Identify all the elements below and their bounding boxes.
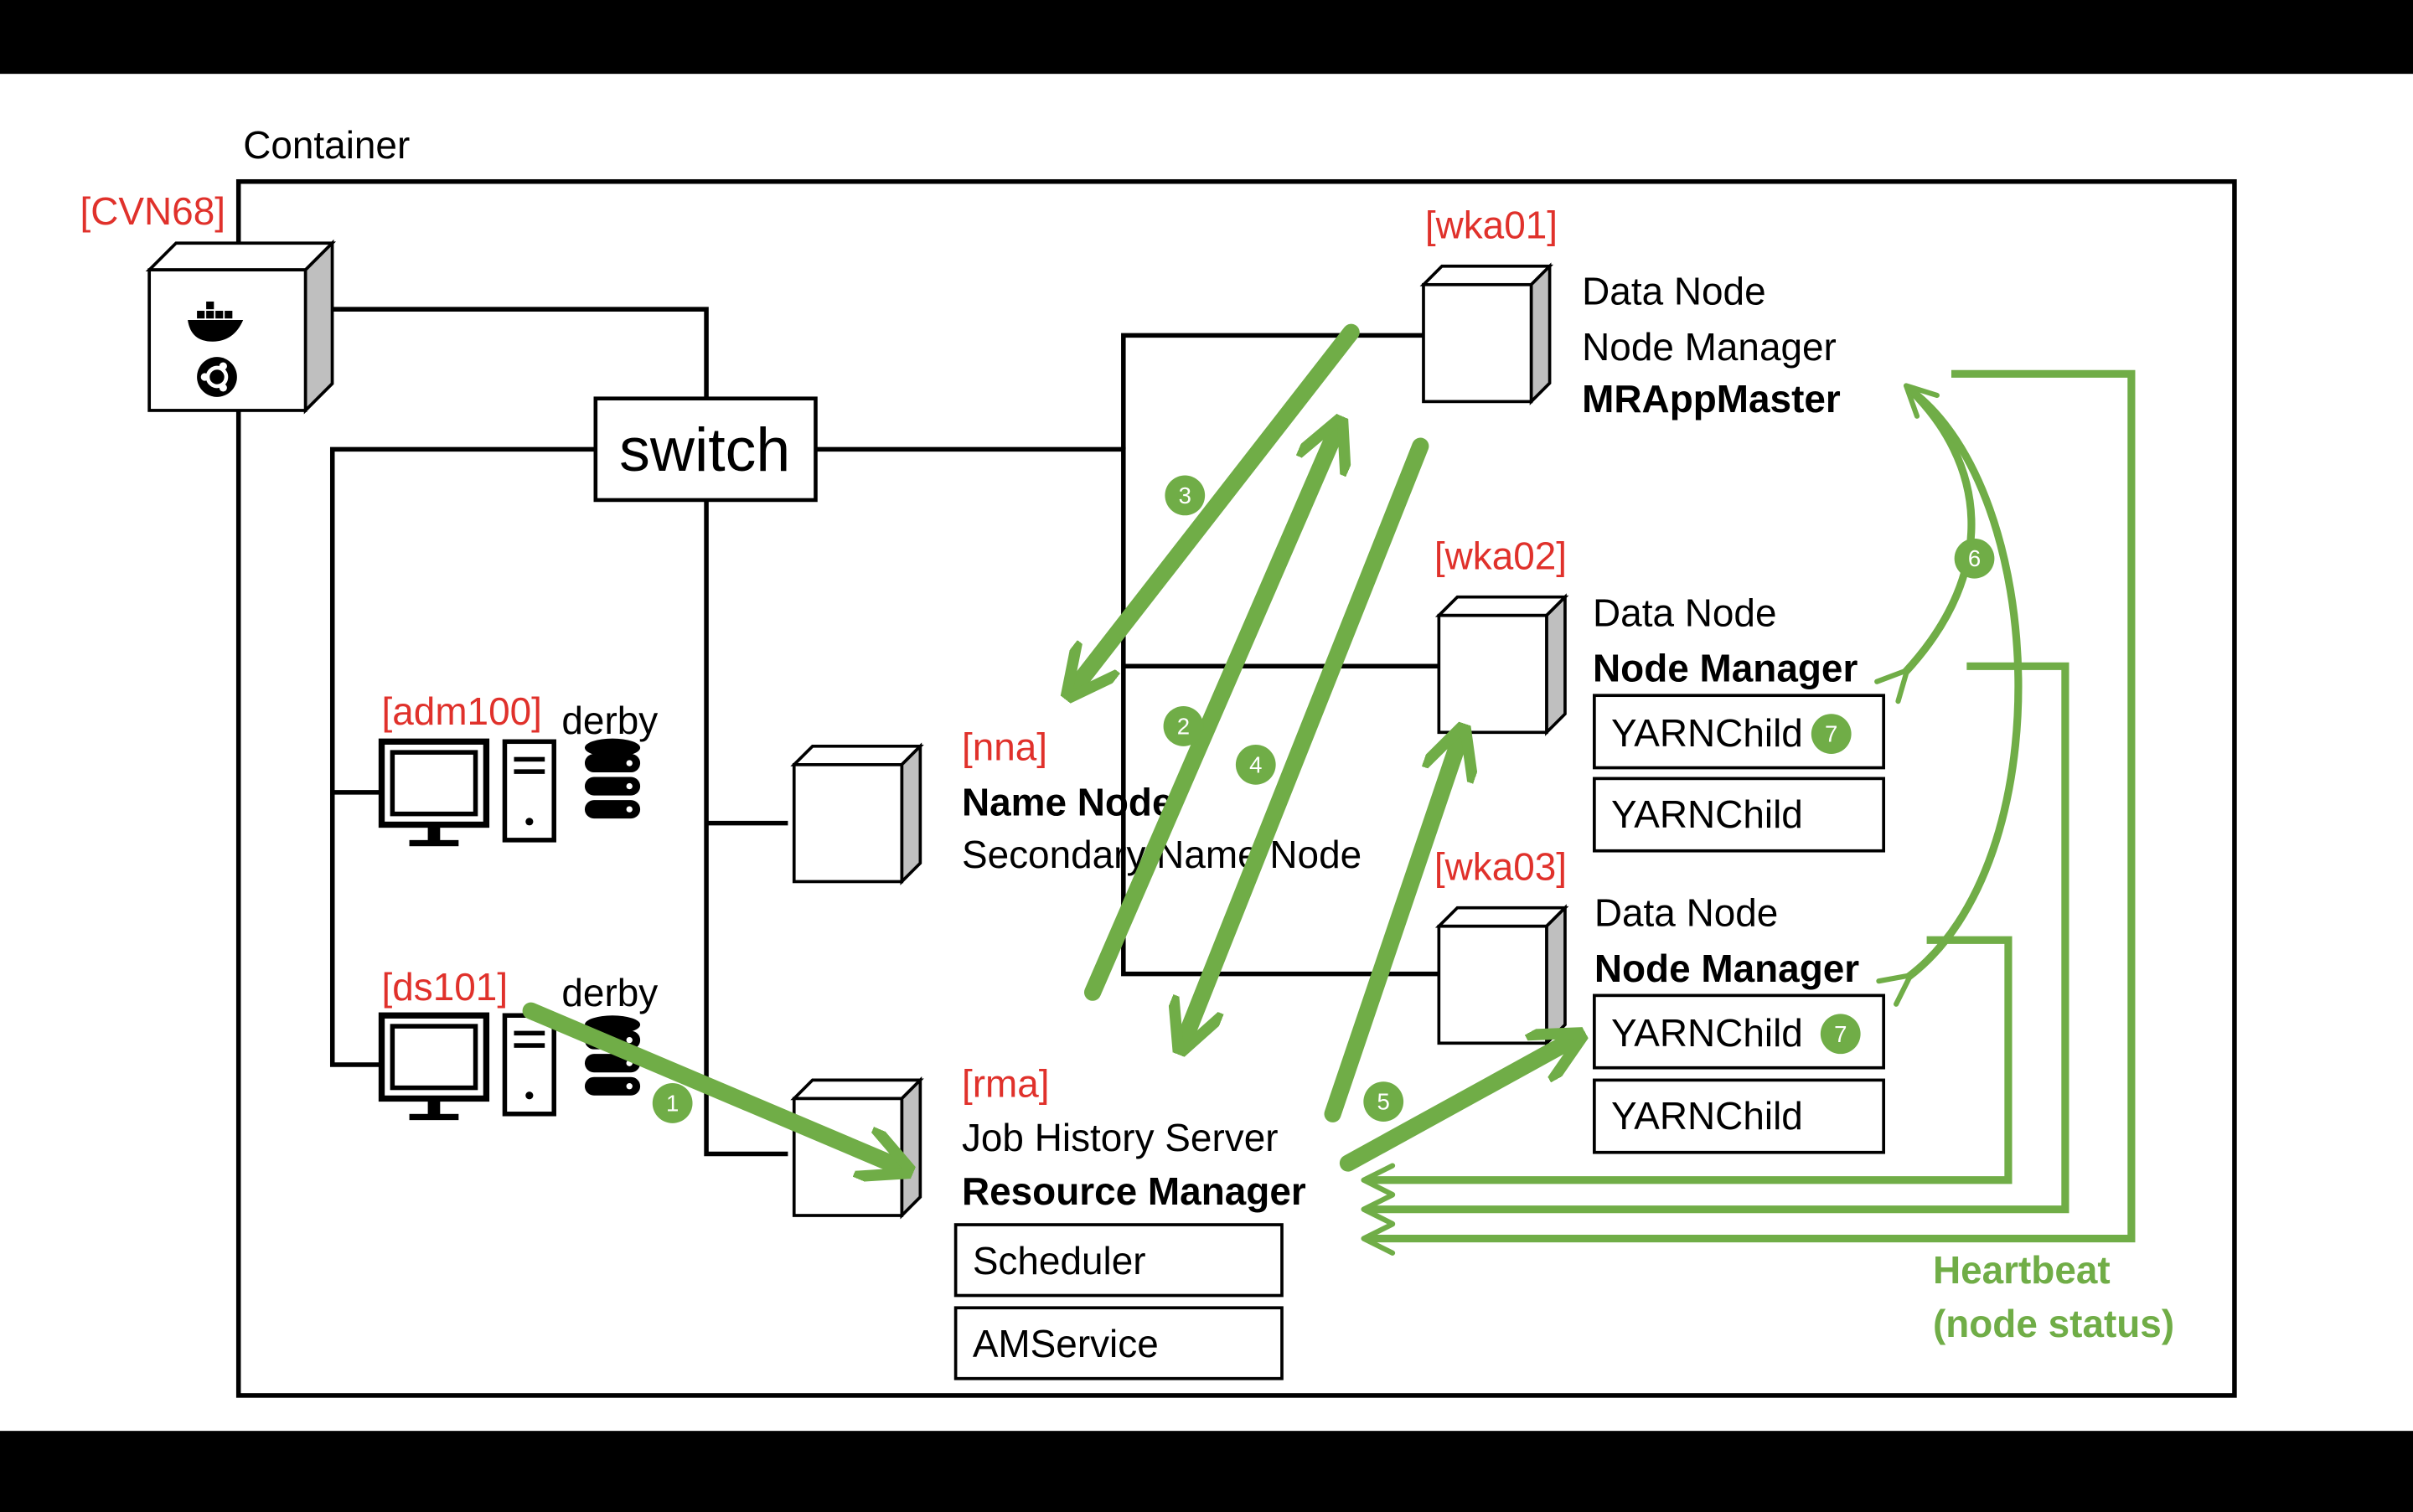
- docker-icon: [188, 302, 244, 342]
- ds101-tag: [ds101]: [382, 965, 509, 1009]
- wka01-tag: [wka01]: [1425, 204, 1558, 247]
- arrow-step-5b: [1339, 1037, 1578, 1172]
- step-badge-5-label: 5: [1377, 1089, 1390, 1115]
- step-badge-3-label: 3: [1179, 482, 1191, 508]
- wka03-yarnchild-box-2: [1593, 1078, 1885, 1154]
- step-badge-7-wka03-label: 7: [1834, 1021, 1847, 1047]
- step-badge-7-wka03: [1820, 1014, 1861, 1055]
- adm100-db-label: derby: [561, 699, 658, 742]
- arrow-step-2: [1083, 425, 1339, 1001]
- arrow-step-4: [1182, 437, 1429, 1046]
- step-badge-2-label: 2: [1177, 713, 1190, 739]
- adm100-tag: [adm100]: [382, 689, 542, 733]
- rma-role-2: Resource Manager: [962, 1169, 1306, 1213]
- step-badge-7-wka02: [1811, 714, 1852, 754]
- step-badge-1-label: 1: [666, 1090, 679, 1116]
- step-badge-5: [1363, 1081, 1404, 1122]
- rma-role-1: Job History Server: [962, 1116, 1279, 1159]
- arrow-step-6: [1874, 383, 2023, 1007]
- host-cube: [145, 239, 337, 415]
- heartbeat-label-1: Heartbeat: [1933, 1248, 2111, 1292]
- adm100-database-icon: [584, 738, 641, 819]
- nna-tag: [nna]: [962, 725, 1047, 768]
- container-box: [235, 178, 2237, 1398]
- wka03-yarnchild-label-2: YARNChild: [1611, 1094, 1803, 1138]
- nna-role-1: Name Node: [962, 780, 1174, 823]
- ds101-db-label: derby: [561, 971, 658, 1014]
- wka03-role-1: Data Node: [1594, 891, 1778, 935]
- wka01-role-2: Node Manager: [1582, 325, 1837, 369]
- wka02-cube: [1437, 595, 1567, 735]
- step-badge-7-wka02-label: 7: [1825, 721, 1837, 747]
- step-badge-3: [1165, 475, 1206, 516]
- wka01-role-3: MRAppMaster: [1582, 377, 1841, 421]
- step-badge-4-label: 4: [1249, 751, 1262, 777]
- switch-box: [593, 396, 818, 503]
- amservice-box: [953, 1306, 1284, 1380]
- wka02-yarnchild-label-1: YARNChild: [1611, 711, 1803, 755]
- wka03-role-2: Node Manager: [1594, 947, 1859, 990]
- rma-tag: [rma]: [962, 1062, 1050, 1106]
- wka01-role-1: Data Node: [1582, 270, 1765, 313]
- wka02-yarnchild-label-2: YARNChild: [1611, 792, 1803, 836]
- wka03-cube: [1437, 906, 1567, 1045]
- wka02-tag: [wka02]: [1434, 534, 1567, 578]
- ubuntu-icon: [197, 357, 237, 397]
- heartbeat-label-2: (node status): [1933, 1302, 2174, 1345]
- flow-arrows: [522, 323, 1578, 1172]
- scheduler-box: [953, 1223, 1284, 1298]
- wka02-role-2: Node Manager: [1593, 647, 1858, 690]
- nna-cube: [792, 744, 922, 884]
- arrow-step-5: [1324, 732, 1462, 1122]
- step-badge-1: [652, 1083, 693, 1123]
- amservice-label: AMService: [973, 1322, 1159, 1365]
- step-badge-2: [1163, 706, 1204, 746]
- wka03-yarnchild-label-1: YARNChild: [1611, 1011, 1803, 1055]
- host-tag: [CVN68]: [80, 189, 226, 233]
- step-badge-6: [1954, 538, 1995, 579]
- arrow-step-3: [1071, 323, 1360, 693]
- network-wires: [329, 307, 1439, 1157]
- container-label: Container: [243, 123, 410, 167]
- step-badge-4: [1235, 744, 1276, 785]
- step-badge-6-label: 6: [1968, 545, 1981, 571]
- wka03-tag: [wka03]: [1434, 845, 1567, 889]
- scheduler-label: Scheduler: [973, 1239, 1146, 1282]
- wka02-role-1: Data Node: [1593, 591, 1776, 635]
- arrow-step-1: [522, 1002, 905, 1169]
- wka02-yarnchild-box-2: [1593, 777, 1885, 853]
- wka01-cube: [1422, 264, 1552, 404]
- switch-label: switch: [619, 415, 790, 484]
